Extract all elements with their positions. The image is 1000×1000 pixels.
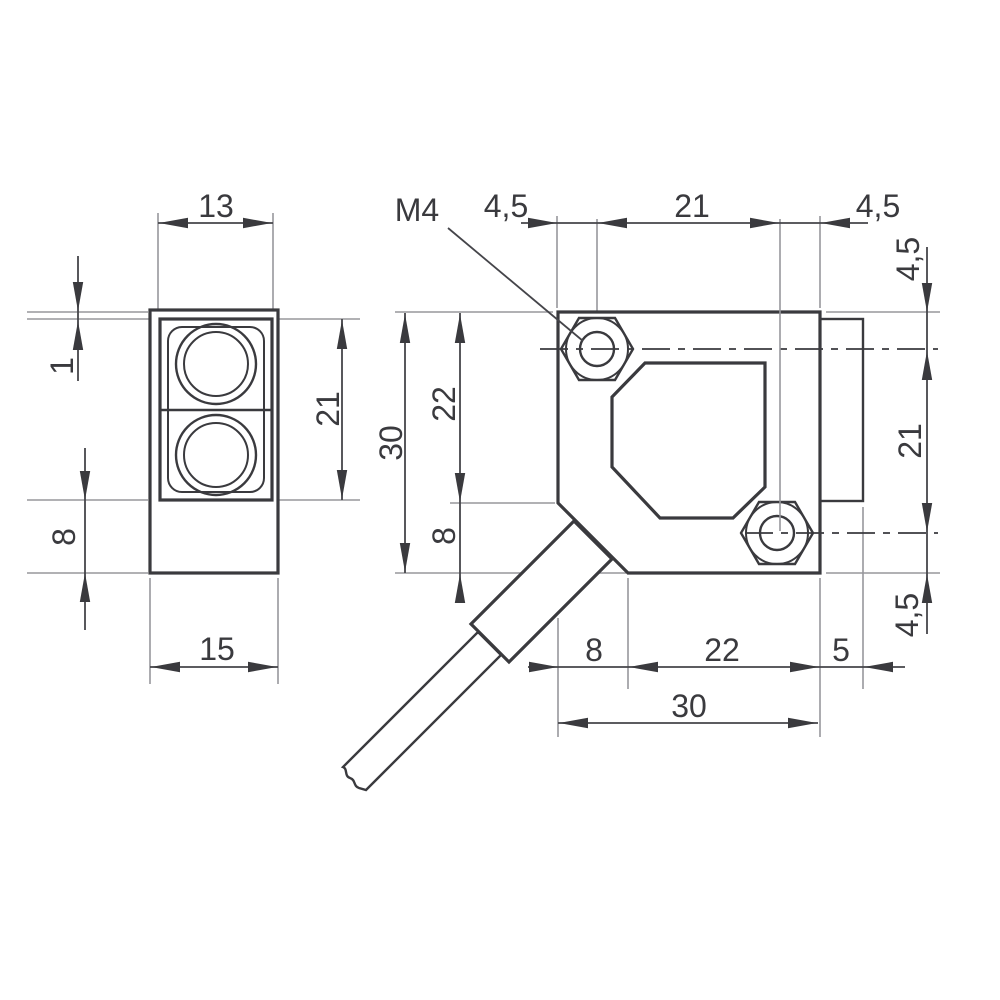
lens-bottom-inner-circle: [183, 422, 249, 488]
dimension-arrows: [72, 217, 933, 729]
optical-face-octagon: [610, 361, 767, 520]
arrow: [151, 661, 180, 673]
arrow: [336, 320, 348, 349]
dim-side-right-center: 21: [892, 423, 928, 459]
arrow: [454, 473, 466, 502]
arrow: [79, 573, 91, 602]
dim-side-left-total: 30: [373, 425, 409, 461]
arrow: [243, 217, 272, 229]
thread-label-m4: M4: [395, 192, 439, 228]
arrow: [399, 543, 411, 572]
arrow: [72, 282, 84, 311]
lens-top-outer-circle: [174, 322, 258, 406]
dim-side-top-right: 4,5: [856, 188, 900, 224]
dim-front-top-inset: 1: [44, 357, 80, 375]
arrow: [921, 503, 933, 532]
lens-top-inner-circle: [183, 331, 249, 397]
arrow: [921, 351, 933, 380]
arrow: [864, 661, 893, 673]
arrow: [454, 314, 466, 343]
dim-front-window-height: 21: [310, 391, 346, 427]
arrow: [454, 574, 466, 603]
arrow: [399, 314, 411, 343]
cable-group: [340, 518, 615, 792]
dim-side-top-left: 4,5: [484, 188, 528, 224]
arrow: [336, 470, 348, 499]
arrow: [788, 717, 817, 729]
arrow: [598, 217, 627, 229]
center-lines: [540, 219, 938, 534]
front-body-outline: [148, 308, 280, 575]
arrow: [921, 283, 933, 312]
cable: [340, 630, 503, 792]
arrow: [528, 217, 557, 229]
arrow: [79, 471, 91, 500]
connector-block: [818, 317, 865, 503]
m4-leader-line: [447, 227, 584, 342]
arrow: [529, 661, 558, 673]
arrow: [559, 717, 588, 729]
arrow: [750, 217, 779, 229]
arrow: [248, 661, 277, 673]
dim-front-base-height: 8: [46, 528, 82, 546]
dim-side-bottom-connector: 5: [832, 632, 850, 668]
dim-side-bottom-cable: 8: [585, 632, 603, 668]
dim-side-left-upper: 22: [426, 386, 462, 422]
lens-bottom-outer-circle: [174, 413, 258, 497]
arrow: [72, 321, 84, 350]
arrow: [921, 574, 933, 603]
dim-front-window-width: 13: [198, 188, 234, 224]
dimension-labels: 13 1 21 8 15 M4 4,5 21 4,5 30 22 8 4,5 2…: [44, 188, 928, 724]
arrow: [790, 661, 819, 673]
dim-side-top-center: 21: [674, 188, 710, 224]
dim-side-bottom-total: 30: [671, 688, 707, 724]
nut-hexagon: [739, 500, 815, 566]
dim-side-left-lower: 8: [426, 527, 462, 545]
arrow: [159, 217, 188, 229]
dim-side-right-bottom: 4,5: [889, 593, 925, 637]
extension-lines: [27, 213, 940, 737]
dim-side-bottom-span: 22: [704, 632, 740, 668]
dim-side-right-top: 4,5: [890, 237, 926, 281]
arrow: [629, 661, 658, 673]
front-view: [148, 308, 280, 575]
arrow: [821, 217, 850, 229]
dim-front-body-width: 15: [199, 631, 235, 667]
